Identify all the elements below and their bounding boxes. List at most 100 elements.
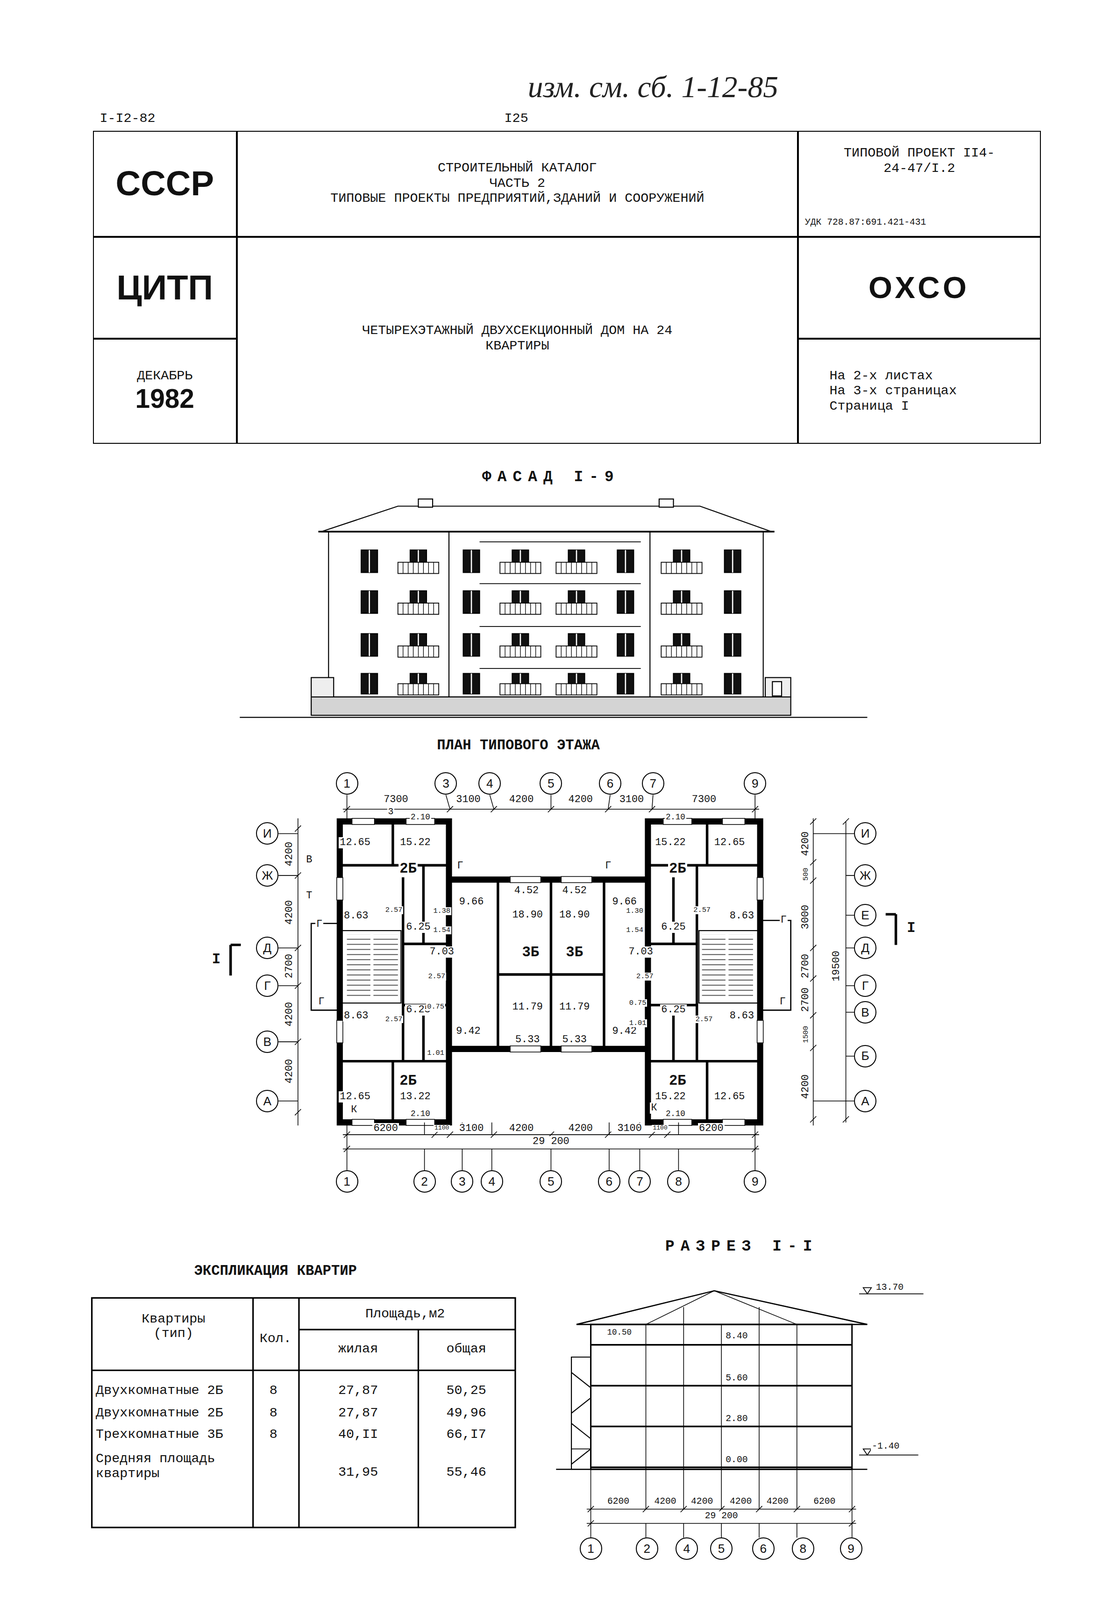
axis-label: 1: [343, 776, 351, 791]
sheet-number: I25: [503, 111, 530, 126]
axis-label: 1: [587, 1541, 595, 1556]
dimension: 6200: [372, 1123, 399, 1135]
elevation-mark: 5.60: [724, 1373, 749, 1384]
cell-text: На 3-х страницах: [829, 383, 957, 399]
axis-bubble: И: [853, 822, 877, 845]
dimension: 6200: [606, 1496, 631, 1508]
entrance: [311, 920, 791, 1011]
room-area: 3Б: [520, 945, 541, 961]
room-area: 2.57: [426, 972, 447, 981]
axis-bubble: Ж: [853, 864, 877, 887]
partition: [339, 821, 761, 1123]
room-area: 7.03: [627, 946, 654, 958]
room-area: 0.75: [628, 999, 648, 1008]
axis-label: 7: [649, 776, 657, 791]
axis-bubble: В: [853, 1001, 877, 1024]
plan-marker: К: [349, 1104, 358, 1116]
axis-bubble: Е: [853, 903, 877, 927]
plan-marker: Г: [779, 914, 788, 926]
axis-label: Б: [861, 1048, 870, 1063]
elevation-mark: -1.40: [870, 1441, 901, 1452]
axis-label: Е: [861, 908, 869, 923]
axis-label: И: [263, 826, 272, 841]
axis-label: 5: [718, 1541, 726, 1556]
vent: [418, 498, 433, 507]
table-cell: 55,46: [445, 1465, 488, 1480]
axis-label: В: [263, 1034, 271, 1049]
room-area: 0.75: [426, 1003, 446, 1011]
room-area: 4.52: [513, 885, 540, 897]
room-area: 11.79: [511, 1001, 544, 1013]
plan-marker: Г: [315, 918, 324, 931]
dimension: 3100: [458, 1123, 485, 1135]
table-heading: ЭКСПЛИКАЦИЯ КВАРТИР: [192, 1263, 358, 1280]
dimension: 4200: [567, 794, 594, 806]
dimension-lines: [278, 795, 854, 1171]
room-area: 12.65: [338, 1091, 372, 1103]
room-area: 2.57: [384, 1015, 404, 1024]
room-area: 9.42: [611, 1025, 638, 1038]
cell-text: ОХСО: [868, 270, 971, 306]
dimension: 6200: [697, 1123, 725, 1135]
section-mark: [230, 914, 897, 976]
dimension: 3000: [800, 903, 812, 931]
axis-bubble: 1: [335, 772, 359, 795]
drawing-heading: ФАСАД I-9: [481, 469, 621, 486]
dimension: 4200: [800, 830, 812, 857]
axis-label: 7: [636, 1174, 644, 1189]
cell-text: ЧЕТЫРЕХЭТАЖНЫЙ ДВУХСЕКЦИОННЫЙ ДОМ НА 24 …: [359, 323, 676, 354]
axis-label: 5: [547, 1174, 555, 1189]
room-area: 6.25: [405, 921, 432, 933]
elevation-mark: 8.40: [724, 1331, 749, 1342]
table-cell: 31,95: [337, 1465, 379, 1480]
axis-label: 6: [605, 1174, 613, 1189]
dimension: 4200: [284, 1058, 296, 1085]
cell-text: СССР: [115, 163, 214, 204]
room-area: 2.10: [409, 812, 432, 822]
dimension: 4200: [728, 1496, 753, 1508]
axis-bubble: 6: [598, 772, 622, 795]
stair: [698, 930, 759, 1004]
axis-bubble: 4: [480, 1170, 504, 1193]
title-block-cell: На 2-х листахНа 3-х страницахСтраница I: [797, 338, 1041, 444]
axis-bubble: 5: [710, 1537, 733, 1560]
room-area: 2Б: [668, 861, 688, 878]
room-area: 8.63: [728, 910, 755, 922]
dimension: 4200: [284, 898, 296, 926]
axis-bubble: 1: [335, 1170, 359, 1193]
axis-label: 9: [847, 1541, 855, 1556]
table-cell: 27,87: [337, 1405, 379, 1421]
cell-text: СТРОИТЕЛЬНЫЙ КАТАЛОГ: [437, 160, 598, 177]
dimension: 6200: [812, 1496, 837, 1508]
axis-bubble: 4: [478, 772, 501, 795]
room-area: 18.90: [511, 909, 544, 921]
room-area: 1.30: [625, 907, 645, 916]
axis-bubble: 8: [667, 1170, 690, 1193]
table-cell: Двухкомнатные 2Б: [94, 1405, 224, 1421]
room-area: 6.25: [660, 921, 687, 933]
table-cell: 50,25: [445, 1383, 488, 1398]
room-area: 8.63: [728, 1010, 755, 1022]
room-area: 11.79: [558, 1001, 591, 1013]
axis-bubble: 6: [597, 1170, 621, 1193]
axis-bubble: Г: [853, 974, 877, 997]
room-area: 4.52: [561, 885, 588, 897]
elevation-mark: 2.80: [724, 1414, 749, 1425]
axis-label: А: [263, 1094, 271, 1109]
dimension: 3100: [616, 1123, 643, 1135]
dimension-lines: [586, 1469, 857, 1538]
table-cell: Кол.: [258, 1331, 293, 1346]
axis-label: 5: [547, 776, 555, 791]
axis-label: 3: [442, 776, 450, 791]
room-area: 9.42: [455, 1025, 482, 1038]
vent: [659, 498, 674, 507]
plan-marker: Г: [455, 860, 464, 872]
porch: [765, 677, 791, 697]
axis-label: Д: [861, 940, 870, 955]
axis-bubble: И: [256, 822, 279, 845]
dimension: 2700: [800, 953, 812, 980]
axis-bubble: 3: [450, 1170, 474, 1193]
cell-text: ЦИТП: [116, 267, 214, 308]
